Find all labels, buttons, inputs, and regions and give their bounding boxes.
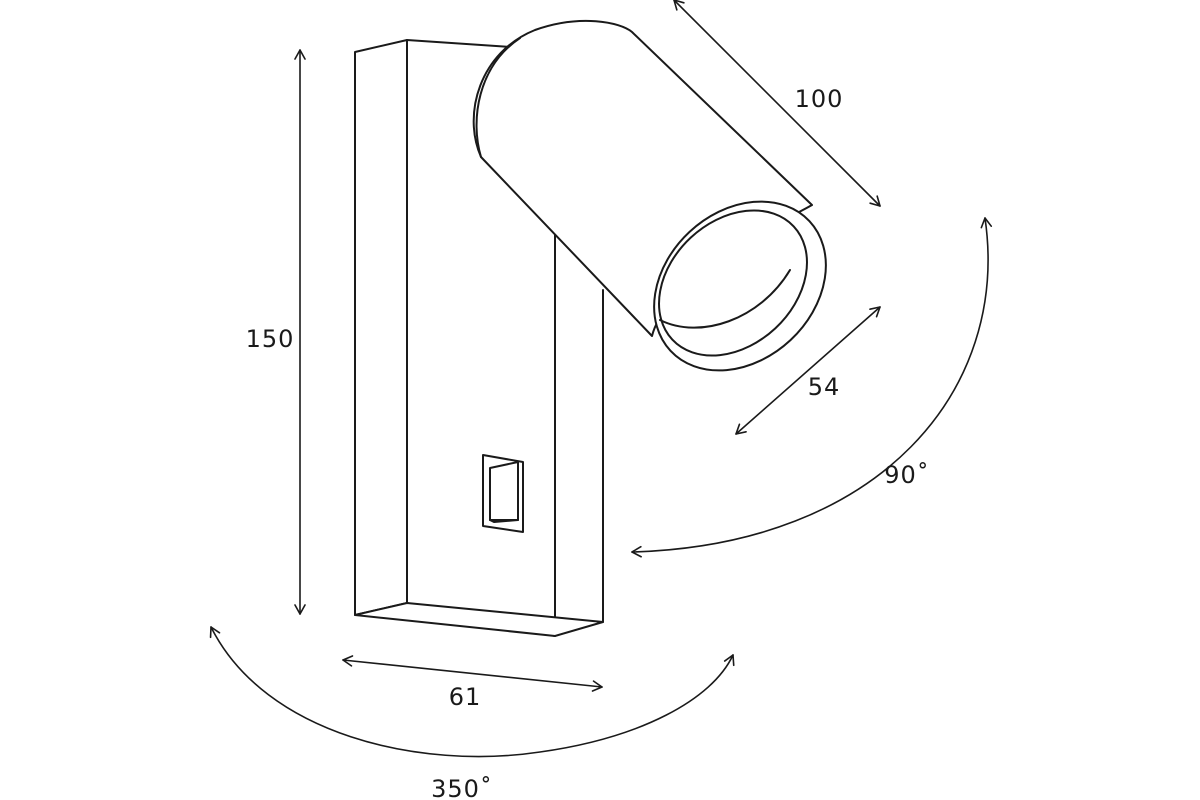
width-label: 61: [449, 683, 482, 711]
height-label: 150: [246, 325, 295, 353]
switch-rocker: [489, 461, 519, 521]
rotation-label: 350˚: [431, 775, 493, 800]
length-dimension: 100: [673, 0, 881, 207]
length-label: 100: [795, 85, 844, 113]
rocker-switch: [482, 454, 524, 533]
switch-rocker-edge: [489, 519, 519, 523]
height-dimension: 150: [246, 49, 306, 615]
diameter-label: 54: [808, 373, 841, 401]
rotation-arc: [209, 626, 735, 758]
width-dimension: 61: [342, 655, 603, 711]
base-box-side-face: [354, 39, 408, 616]
tilt-dimension: 90˚: [631, 217, 993, 558]
tilt-arc: [631, 217, 993, 558]
spotlight-cap-edge: [475, 37, 521, 158]
rotation-dimension: 350˚: [209, 626, 735, 800]
tilt-label: 90˚: [884, 461, 930, 489]
length-dimension-line: [673, 0, 881, 207]
